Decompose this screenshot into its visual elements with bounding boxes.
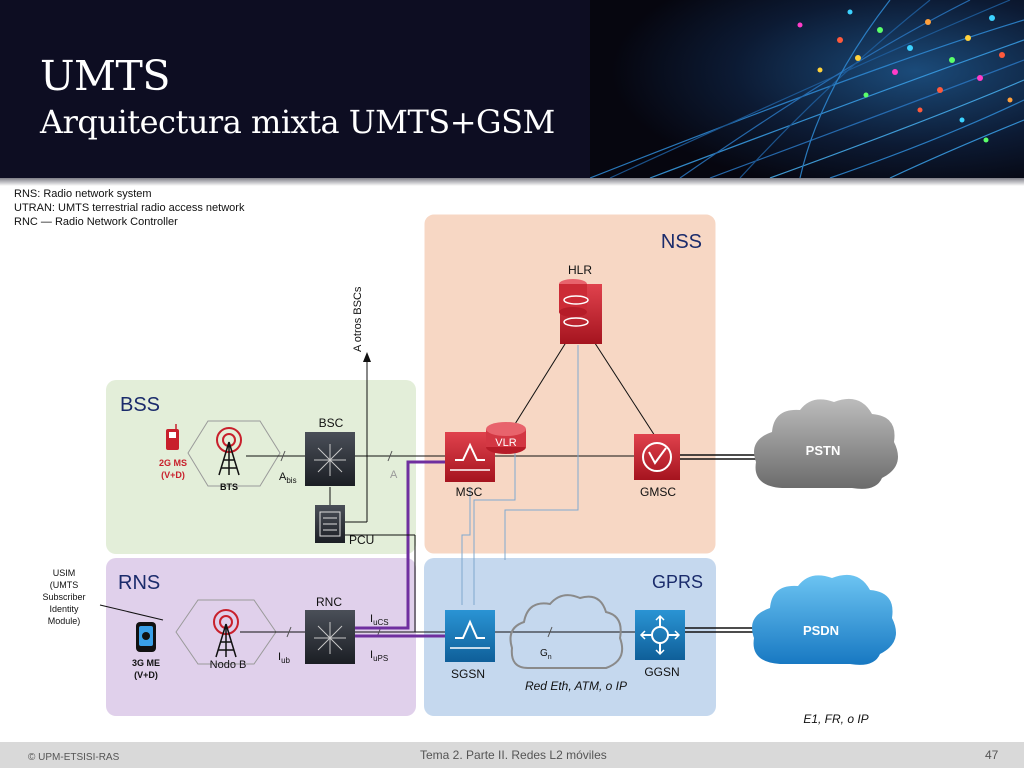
bts-cell-hexagon [187, 420, 281, 487]
gprs-label: GPRS [652, 572, 703, 592]
otros-bscs-label: A otros BSCs [352, 286, 364, 352]
footer-topic: Tema 2. Parte II. Redes L2 móviles [420, 748, 607, 762]
vlr-label: VLR [495, 437, 516, 449]
header-divider [0, 178, 1024, 186]
nodob-label: Nodo B [210, 659, 247, 671]
sgsn-label: SGSN [451, 667, 485, 681]
gn-network-cloud [509, 594, 624, 669]
usim-line-5: Module) [48, 616, 81, 626]
slide-header: UMTS Arquitectura mixta UMTS+GSM [0, 0, 1024, 178]
iucs-interface-label: IuCS [370, 613, 389, 627]
data-links [461, 345, 579, 605]
nss-label: NSS [661, 231, 702, 253]
note-rnc: RNC — Radio Network Controller [14, 216, 178, 228]
abis-interface-label: Abis [279, 471, 297, 485]
slide-footer: © UPM-ETSISI-RAS Tema 2. Parte II. Redes… [0, 742, 1024, 768]
psdn-label: PSDN [803, 623, 839, 638]
footer-copyright: © UPM-ETSISI-RAS [28, 752, 120, 763]
bts-antenna-icon [216, 427, 242, 476]
a-interface-label: A [390, 469, 398, 481]
nodob-antenna-icon [213, 609, 239, 658]
psdn-cloud [752, 574, 896, 665]
iu-links [355, 460, 458, 638]
architecture-diagram: NSS BSS RNS GPRS [42, 213, 898, 726]
gprs-region [424, 558, 716, 716]
arrow-head-icon [363, 352, 371, 362]
rns-label: RNS [118, 572, 160, 594]
usim-line-4: Identity [49, 604, 79, 614]
footer-page-number: 47 [985, 748, 999, 762]
note-rns: RNS: Radio network system [14, 188, 152, 200]
ggsn-icon [635, 610, 685, 660]
hlr-label: HLR [568, 263, 592, 277]
mobile-phone-3g-icon [136, 622, 156, 652]
ggsn-label: GGSN [644, 665, 679, 679]
bsc-icon [305, 432, 355, 486]
acronym-notes: RNS: Radio network system UTRAN: UMTS te… [14, 187, 244, 229]
ms-2g-line2: (V+D) [161, 470, 185, 480]
mobile-phone-2g-icon [166, 424, 179, 450]
sgsn-icon [445, 610, 495, 662]
hlr-icon [559, 279, 602, 344]
rnc-label: RNC [316, 595, 342, 609]
iub-interface-label: Iub [278, 651, 291, 665]
rns-region [106, 558, 416, 716]
usim-note: USIM (UMTS Subscriber Identity Module) [42, 568, 85, 626]
slide-title: UMTS [40, 52, 170, 100]
bts-label: BTS [220, 482, 238, 492]
pstn-label: PSTN [806, 443, 841, 458]
gn-interface-label: Gn [540, 648, 552, 661]
usim-line-2: (UMTS [50, 580, 79, 590]
me-3g-line1: 3G ME [132, 658, 160, 668]
trunk-links [680, 454, 762, 633]
usim-line-3: Subscriber [42, 592, 85, 602]
vlr-icon [486, 422, 526, 454]
slide-subtitle: Arquitectura mixta UMTS+GSM [40, 103, 555, 141]
red-eth-label: Red Eth, ATM, o IP [525, 679, 627, 693]
msc-label: MSC [456, 485, 483, 499]
transport-label: E1, FR, o IP [803, 712, 868, 726]
bsc-label: BSC [319, 416, 344, 430]
me-3g-line2: (V+D) [134, 670, 158, 680]
note-utran: UTRAN: UMTS terrestrial radio access net… [14, 202, 245, 214]
rnc-icon [305, 610, 355, 664]
pcu-icon [315, 505, 345, 543]
pstn-cloud [754, 398, 898, 489]
gmsc-icon [634, 434, 680, 480]
gmsc-label: GMSC [640, 485, 676, 499]
bss-label: BSS [120, 394, 160, 416]
ms-2g-line1: 2G MS [159, 458, 187, 468]
usim-line-1: USIM [53, 568, 76, 578]
fiber-optic-image [590, 0, 1024, 178]
iups-interface-label: IuPS [370, 649, 388, 663]
pcu-label: PCU [349, 533, 374, 547]
